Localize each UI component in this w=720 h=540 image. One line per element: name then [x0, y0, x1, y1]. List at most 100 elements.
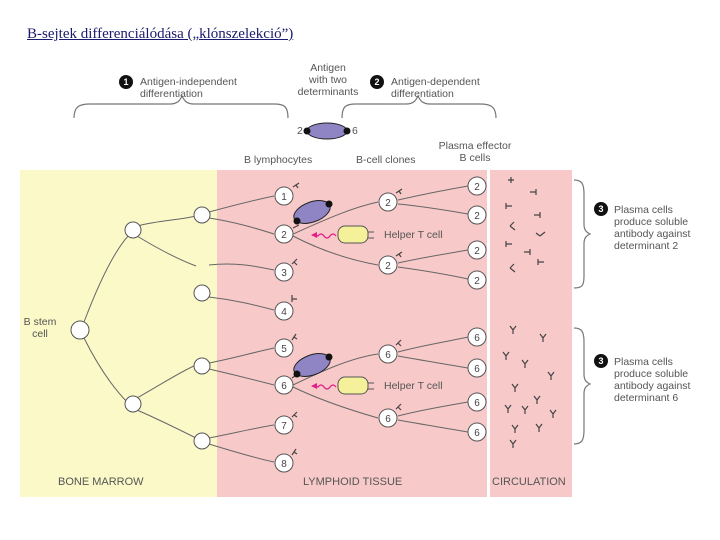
clone-2a — [378, 192, 398, 212]
lymphocyte-number: 4 — [281, 307, 287, 318]
lymphocyte-circles — [274, 186, 294, 473]
bound-determinant — [325, 353, 333, 361]
lymphoid-tissue-zone — [217, 170, 487, 497]
signal-arrowhead — [311, 232, 317, 238]
plasma-number: 2 — [474, 246, 480, 257]
plasma-number: 6 — [474, 364, 480, 375]
lymphocyte-number: 1 — [281, 192, 287, 203]
lymphocyte-7 — [274, 415, 294, 435]
helper-t-label-top: Helper T cell — [384, 229, 443, 241]
helper-signal-bottom — [311, 384, 337, 390]
lymphocyte-3 — [274, 262, 294, 282]
plasma-number: 2 — [474, 182, 480, 193]
lymphoid-tissue-label: LYMPHOID TISSUE — [303, 476, 403, 488]
plasma-2b — [467, 205, 487, 225]
signal-arrowhead — [311, 383, 317, 389]
clone-receptors — [395, 188, 403, 411]
clone-number: 2 — [385, 261, 391, 272]
lymphocyte-number: 2 — [281, 230, 287, 241]
page-title: B-sejtek differenciálódása („klónszelekc… — [27, 26, 294, 42]
clone-6b — [378, 408, 398, 428]
clone-number: 6 — [385, 414, 391, 425]
plasma-6d — [467, 422, 487, 442]
plasma-6a — [467, 327, 487, 347]
plasma-2d — [467, 270, 487, 290]
lymphocyte-5 — [274, 338, 294, 358]
lineage-lines — [83, 185, 469, 463]
clone-2b — [378, 255, 398, 275]
helper-t-cell-top — [337, 225, 369, 244]
lymphocyte-2 — [274, 224, 294, 244]
free-determinant — [325, 200, 333, 208]
lymphocyte-number: 7 — [281, 421, 287, 432]
lymphocyte-6 — [274, 375, 294, 395]
lymphocyte-8 — [274, 453, 294, 473]
determinant-6-label: 6 — [352, 125, 358, 137]
precursor-cell — [193, 357, 211, 375]
helper-t-label-bottom: Helper T cell — [384, 380, 443, 392]
plasma-2a — [467, 176, 487, 196]
clone-circles — [378, 192, 398, 428]
lymphocyte-number: 3 — [281, 268, 287, 279]
step3-marker-top — [594, 202, 608, 216]
progenitor-cell — [124, 221, 142, 239]
step2-number: 2 — [374, 77, 379, 87]
lymphocyte-number: 5 — [281, 344, 287, 355]
bracket-plasma-bottom — [573, 327, 592, 445]
bracket-plasma-top — [573, 179, 592, 289]
helper-signal-top — [311, 233, 337, 239]
clone-6a — [378, 344, 398, 364]
antigen-determinant-2 — [303, 127, 311, 135]
b-stem-cell — [70, 320, 90, 340]
bracket-step1 — [73, 94, 289, 119]
lymphocyte-number: 6 — [281, 381, 287, 392]
soluble-antibodies-anti-6 — [502, 325, 557, 448]
circulation-label: CIRCULATION — [492, 476, 566, 488]
precursor-cell — [193, 432, 211, 450]
plasma-number: 6 — [474, 333, 480, 344]
b-lymphocytes-label: B lymphocytes — [244, 154, 313, 166]
step2-marker — [370, 75, 384, 89]
step1-number: 1 — [123, 77, 128, 87]
b-cell-clones-label: B-cell clones — [356, 154, 416, 166]
soluble-antibodies-anti-2 — [505, 177, 546, 273]
plasma-cell-circles — [467, 176, 487, 442]
clone-number: 2 — [385, 198, 391, 209]
bound-determinant — [293, 217, 301, 225]
step3-number-top: 3 — [598, 204, 603, 214]
antigen-determinant-6 — [343, 127, 351, 135]
progenitor-cell — [124, 395, 142, 413]
lymphocyte-4 — [274, 301, 294, 321]
clone-number: 6 — [385, 350, 391, 361]
step3-number-bottom: 3 — [598, 356, 603, 366]
circulation-zone — [490, 170, 572, 497]
helper-t-cell-bottom — [337, 376, 369, 395]
plasma-6c — [467, 392, 487, 412]
plasma-2c — [467, 240, 487, 260]
bone-marrow-zone — [20, 170, 217, 497]
step3-marker-bottom — [594, 354, 608, 368]
precursor-cell — [193, 284, 211, 302]
plasma-number: 2 — [474, 211, 480, 222]
plasma-number: 6 — [474, 398, 480, 409]
step1-marker — [119, 75, 133, 89]
bone-marrow-label: BONE MARROW — [58, 476, 144, 488]
plasma-number: 6 — [474, 428, 480, 439]
lymphocyte-1 — [274, 186, 294, 206]
plasma-number: 2 — [474, 276, 480, 287]
lymphocyte-number: 8 — [281, 459, 287, 470]
determinant-2-label: 2 — [297, 125, 303, 137]
free-determinant — [293, 370, 301, 378]
bracket-step2 — [341, 94, 497, 119]
antigen-shape — [306, 122, 348, 140]
precursor-cell — [193, 206, 211, 224]
plasma-6b — [467, 358, 487, 378]
